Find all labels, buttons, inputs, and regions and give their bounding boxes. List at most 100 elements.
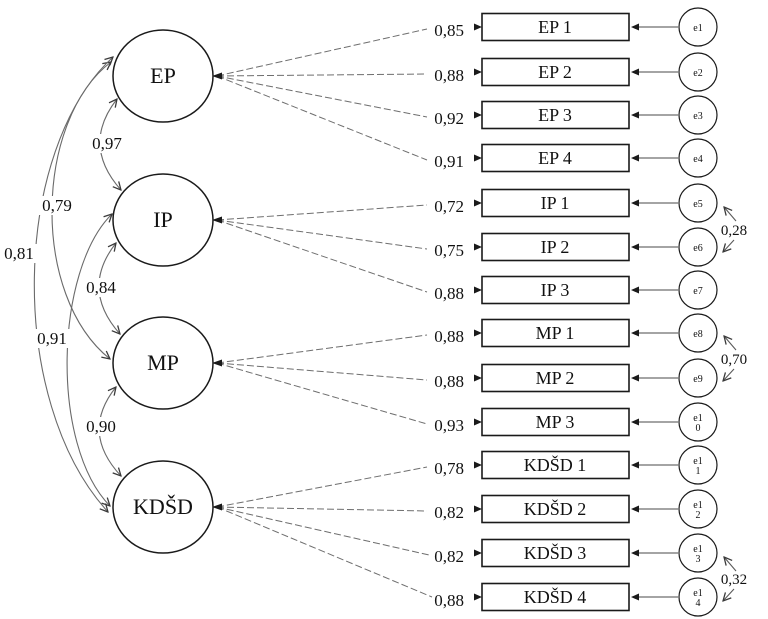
indicator-box: [481, 363, 630, 393]
arrow-to-e9: [723, 368, 735, 381]
latent-label-mp: MP: [147, 350, 179, 375]
error-label: e8: [693, 329, 702, 340]
indicator-row-ip3: 0,88 IP 3 e7: [434, 270, 718, 310]
error-label-line2: 4: [696, 598, 701, 609]
arrowhead-into-box: [474, 199, 482, 207]
covariance-label-ep-ip: 0,97: [89, 134, 125, 153]
ip-loading-lines: [216, 204, 428, 293]
error-label: e3: [693, 111, 702, 122]
error-circle: [678, 52, 718, 92]
loading-value: 0,85: [434, 21, 464, 40]
arrowhead-into-kdsd: [212, 503, 222, 511]
indicator-box: [481, 538, 630, 568]
indicator-row-kdsd1: 0,78 KDŠD 1 e1 1: [434, 445, 718, 485]
loading-value: 0,75: [434, 241, 464, 260]
label-background: [1, 244, 37, 263]
arrowhead-into-box: [474, 418, 482, 426]
mp-loading-lines: [216, 334, 428, 425]
loading-value: 0,92: [434, 109, 464, 128]
error-circle: [678, 95, 718, 135]
indicator-box: [481, 494, 630, 524]
label-background: [89, 134, 125, 153]
covariance-arrow-ip-kdsd: [66, 214, 112, 506]
arrowhead-into-box: [474, 549, 482, 557]
arrowhead-into-mp: [212, 359, 222, 367]
covariance-label-ip-kdsd: 0,91: [34, 329, 70, 348]
indicator-label: KDŠD 4: [524, 586, 587, 607]
arrowhead-into-box: [474, 593, 482, 601]
error-covariance-value: 0,32: [721, 572, 747, 588]
indicator-row-ep2: 0,88 EP 2 e2: [434, 52, 718, 92]
arrow-to-e8: [724, 336, 737, 351]
arrowhead-into-box: [474, 374, 482, 382]
indicator-box: [481, 582, 630, 612]
indicator-label: EP 4: [538, 148, 572, 168]
error-circle: [678, 313, 718, 353]
indicator-label: MP 3: [536, 412, 575, 432]
indicator-row-kdsd2: 0,82 KDŠD 2 e1 2: [434, 489, 718, 529]
arrow-to-e14: [723, 588, 735, 601]
arrowhead-from-error: [631, 111, 639, 119]
path-mp-mp3: [216, 362, 428, 425]
arrowhead-from-error: [631, 461, 639, 469]
loading-value: 0,88: [434, 372, 464, 391]
path-ip-ip3: [216, 219, 428, 293]
error-label-line1: e1: [693, 413, 702, 424]
indicator-row-ep4: 0,91 EP 4 e4: [434, 138, 718, 178]
indicator-box: [481, 232, 630, 262]
arrowhead-into-box: [474, 505, 482, 513]
arrowhead-from-error: [631, 154, 639, 162]
latent-label-ep: EP: [150, 63, 176, 88]
error-circle: [678, 138, 718, 178]
loading-value: 0,93: [434, 416, 464, 435]
path-ep-ep3: [216, 75, 428, 118]
loading-value: 0,82: [434, 547, 464, 566]
error-label: e1: [693, 23, 702, 34]
arrow-to-e13: [724, 557, 737, 572]
indicator-label: KDŠD 1: [524, 454, 587, 475]
indicator-box: [481, 143, 630, 173]
indicator-box: [481, 275, 630, 305]
loading-value: 0,88: [434, 591, 464, 610]
arrowhead-into-box: [474, 243, 482, 251]
indicator-label: IP 2: [541, 237, 570, 257]
error-covariance-value: 0,28: [721, 223, 747, 239]
path-kdsd-kdsd2: [216, 506, 428, 512]
error-covariance-e13-e14: 0,32: [721, 557, 747, 601]
ep-loading-lines: [216, 28, 428, 161]
arrowhead-from-error: [631, 243, 639, 251]
error-label-line2: 0: [696, 423, 701, 434]
indicator-row-ep3: 0,92 EP 3 e3: [434, 95, 718, 135]
indicator-box: [481, 188, 630, 218]
indicator-row-mp3: 0,93 MP 3 e1 0: [434, 402, 718, 442]
latent-ip: IP: [112, 173, 214, 267]
latent-kdsd: KDŠD: [112, 460, 214, 554]
indicator-label: EP 3: [538, 105, 572, 125]
indicator-row-ip2: 0,75 IP 2 e6: [434, 227, 718, 267]
arrowhead-from-error: [631, 505, 639, 513]
covariance-value: 0,81: [4, 244, 34, 263]
error-circle: [678, 183, 718, 223]
indicator-box: [481, 407, 630, 437]
path-kdsd-kdsd1: [216, 466, 428, 508]
path-mp-mp1: [216, 334, 428, 364]
path-kdsd-kdsd4: [216, 506, 433, 598]
arrowhead-into-box: [474, 329, 482, 337]
covariance-arrow-ep-kdsd: [33, 57, 113, 512]
covariance-label-mp-kdsd: 0,90: [83, 417, 119, 436]
indicator-row-kdsd4: 0,88 KDŠD 4 e1 4: [434, 577, 718, 617]
label-background: [83, 417, 119, 436]
indicator-label: EP 2: [538, 62, 572, 82]
indicator-label: MP 1: [536, 323, 575, 343]
arrowhead-from-error: [631, 418, 639, 426]
indicator-row-mp1: 0,88 MP 1 e8: [434, 313, 718, 353]
loading-value: 0,82: [434, 503, 464, 522]
loading-value: 0,88: [434, 66, 464, 85]
indicator-box: [481, 12, 630, 42]
arrowhead-into-box: [474, 154, 482, 162]
arrowhead-into-ip: [212, 216, 222, 224]
error-label: e9: [693, 374, 702, 385]
error-covariance-e5-e6: 0,28: [721, 207, 747, 252]
label-background: [39, 196, 75, 215]
